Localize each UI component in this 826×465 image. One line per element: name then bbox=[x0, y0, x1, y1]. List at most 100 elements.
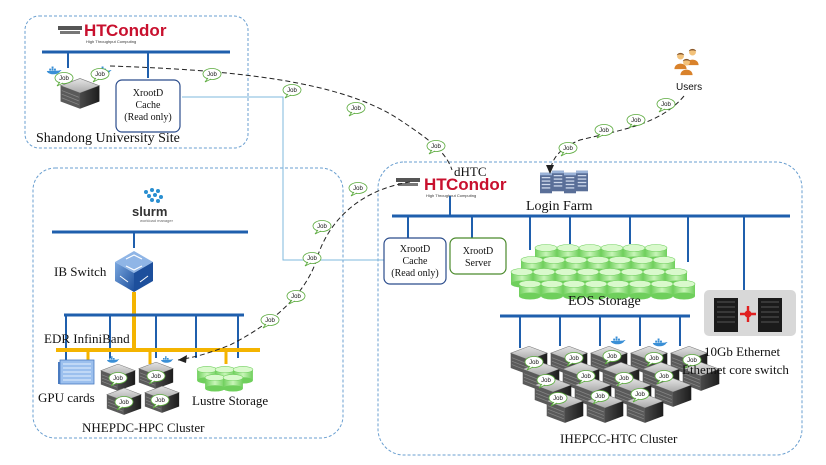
job-label: Job bbox=[265, 318, 275, 324]
job-label: Job bbox=[595, 394, 605, 400]
job-label: Job bbox=[431, 144, 441, 150]
eos-storage-label: EOS Storage bbox=[568, 294, 641, 309]
job-bubble: Job bbox=[312, 220, 332, 235]
job-label: Job bbox=[569, 356, 579, 362]
xrootd-line2: Server bbox=[465, 258, 492, 269]
slurm-tagline: workload manager bbox=[140, 218, 174, 223]
ihepcc-htcondor-logo: HT Condor High Throughput Computing bbox=[396, 175, 507, 198]
job-flow-shandong-to-ihepcc bbox=[109, 65, 453, 171]
ib-switch-label: IB Switch bbox=[54, 264, 107, 279]
job-bubble: Job bbox=[590, 390, 610, 405]
job-label: Job bbox=[661, 102, 671, 108]
job-label: Job bbox=[649, 356, 659, 362]
job-label: Job bbox=[687, 358, 697, 364]
xrootd-cache-box-shandong: XrootD Cache (Read only) bbox=[115, 79, 181, 133]
job-bubble: Job bbox=[282, 84, 302, 99]
job-label: Job bbox=[635, 392, 645, 398]
ib-switch-icon bbox=[115, 251, 153, 292]
shandong-site-label: Shandong University Site bbox=[36, 131, 180, 146]
xrootd-cache-link bbox=[182, 96, 386, 261]
edr-infiniband-label: EDR InfiniBand bbox=[44, 331, 130, 346]
job-label: Job bbox=[599, 128, 609, 134]
job-label: Job bbox=[581, 374, 591, 380]
gpu-cards-icon bbox=[58, 359, 95, 385]
xrootd-line3: (Read only) bbox=[391, 268, 439, 279]
xrootd-line1: XrootD bbox=[463, 246, 494, 257]
docker-icon bbox=[610, 336, 626, 345]
job-label: Job bbox=[353, 186, 363, 192]
shandong-htcondor-logo: HT Condor High Throughput Computing bbox=[58, 21, 167, 44]
job-label: Job bbox=[529, 360, 539, 366]
docker-icon bbox=[652, 338, 668, 347]
job-label: Job bbox=[155, 398, 165, 404]
slurm-logo: slurm workload manager bbox=[132, 188, 174, 223]
job-bubble: Job bbox=[286, 290, 306, 305]
job-bubble: Job bbox=[348, 182, 368, 197]
job-label: Job bbox=[59, 76, 69, 82]
xrootd-line2: Cache bbox=[136, 100, 162, 111]
job-bubble: Job bbox=[146, 370, 166, 385]
ihepcc-cluster-frame bbox=[377, 161, 803, 456]
job-label: Job bbox=[553, 396, 563, 402]
job-bubble: Job bbox=[576, 370, 596, 385]
job-bubble: Job bbox=[656, 98, 676, 113]
job-bubble: Job bbox=[564, 352, 584, 367]
job-label: Job bbox=[291, 294, 301, 300]
job-label: Job bbox=[659, 374, 669, 380]
job-bubble: Job bbox=[90, 68, 110, 83]
job-label: Job bbox=[541, 378, 551, 384]
job-bubble: Job bbox=[626, 114, 646, 129]
job-bubble: Job bbox=[548, 392, 568, 407]
job-bubble: Job bbox=[654, 370, 674, 385]
eos-disk bbox=[650, 280, 674, 300]
job-flow-arrowhead bbox=[178, 355, 187, 363]
job-label: Job bbox=[119, 400, 129, 406]
job-label: Job bbox=[619, 376, 629, 382]
xrootd-line1: XrootD bbox=[400, 244, 431, 255]
eos-disk bbox=[518, 280, 542, 300]
nhepdc-cluster-frame bbox=[32, 167, 344, 439]
job-bubble: Job bbox=[426, 140, 446, 155]
job-label: Job bbox=[113, 376, 123, 382]
xrootd-cache-box-ihepcc: XrootD Cache (Read only) bbox=[383, 237, 447, 285]
eos-storage-icon bbox=[510, 244, 696, 300]
lustre-storage-icon bbox=[196, 366, 254, 392]
job-label: Job bbox=[563, 146, 573, 152]
job-bubble: Job bbox=[614, 372, 634, 387]
users-label: Users bbox=[676, 82, 702, 93]
dhtc-label: dHTC bbox=[454, 164, 487, 179]
job-bubble: Job bbox=[630, 388, 650, 403]
htcondor-ht-text: HT bbox=[84, 21, 107, 40]
job-bubble: Job bbox=[524, 356, 544, 371]
job-bubble: Job bbox=[202, 68, 222, 83]
htcondor-condor-text: Condor bbox=[446, 175, 507, 194]
xrootd-server-box: XrootD Server bbox=[449, 237, 507, 275]
job-bubble: Job bbox=[150, 394, 170, 409]
users-icon bbox=[674, 48, 699, 76]
eos-disk bbox=[672, 280, 696, 300]
login-farm-icon bbox=[540, 170, 588, 194]
nhepdc-cluster-label: NHEPDC-HPC Cluster bbox=[82, 420, 205, 435]
htcondor-ht-text: HT bbox=[424, 175, 447, 194]
job-bubble: Job bbox=[302, 252, 322, 267]
docker-icon bbox=[161, 356, 174, 363]
job-label: Job bbox=[151, 374, 161, 380]
job-bubble: Job bbox=[536, 374, 556, 389]
job-flow-ihepcc-to-nhepdc bbox=[177, 181, 411, 361]
xrootd-line2: Cache bbox=[403, 256, 429, 267]
job-bubble: Job bbox=[114, 396, 134, 411]
xrootd-line3: (Read only) bbox=[124, 112, 172, 123]
htcondor-tagline: High Throughput Computing bbox=[86, 39, 136, 44]
login-farm-label: Login Farm bbox=[526, 199, 593, 214]
lustre-storage-label: Lustre Storage bbox=[192, 393, 268, 408]
job-label: Job bbox=[207, 72, 217, 78]
job-label: Job bbox=[607, 354, 617, 360]
ihepcc-cluster-label: IHEPCC-HTC Cluster bbox=[560, 431, 678, 446]
job-label: Job bbox=[631, 118, 641, 124]
shandong-site-frame bbox=[24, 15, 249, 149]
slurm-text: slurm bbox=[132, 204, 167, 219]
ethernet-core-switch-icon bbox=[704, 290, 796, 336]
job-flow-users-to-login bbox=[549, 95, 685, 173]
job-bubble: Job bbox=[54, 72, 74, 87]
